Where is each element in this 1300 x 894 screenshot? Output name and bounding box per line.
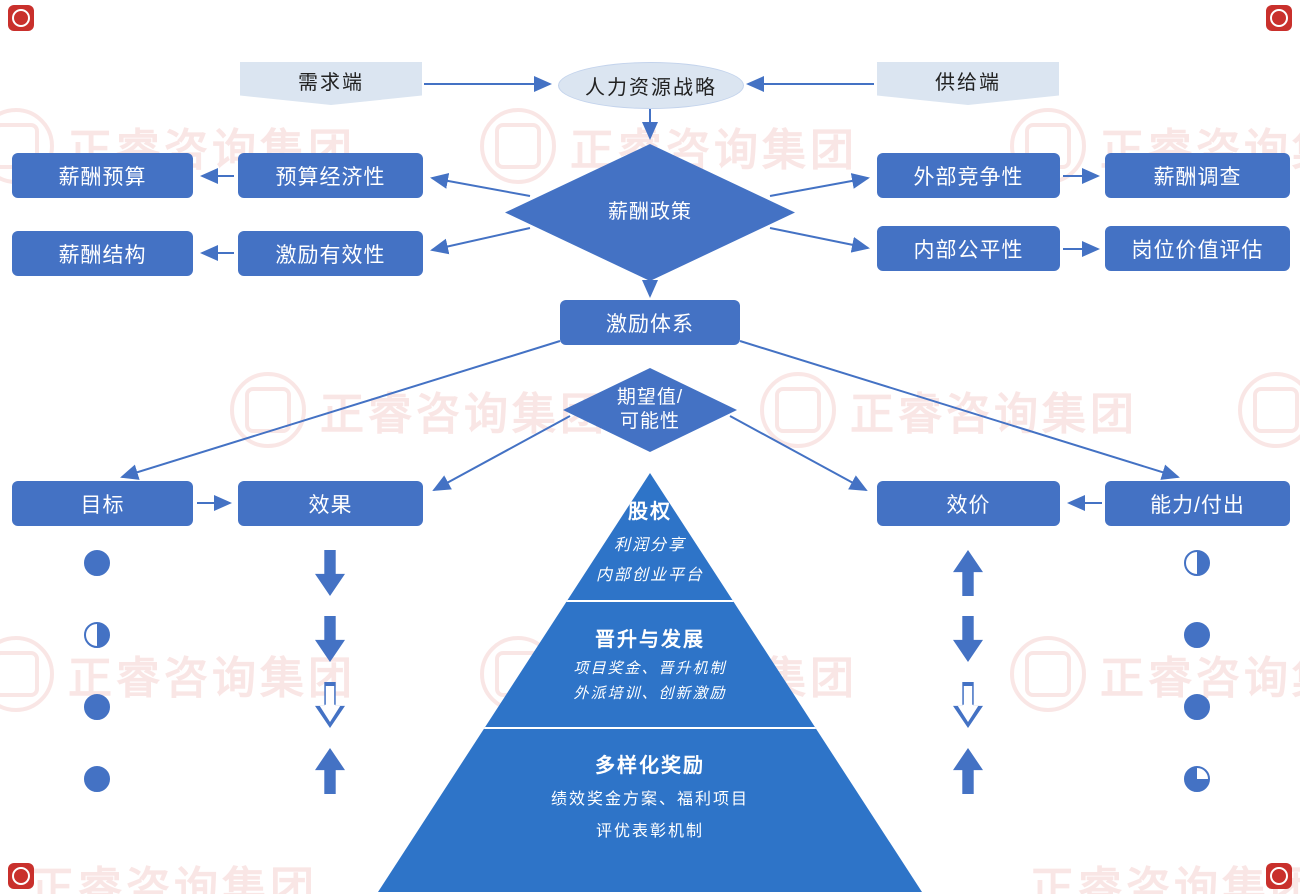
- salary-policy-diamond: 薪酬政策: [505, 144, 795, 281]
- brand-logo: [1266, 863, 1292, 889]
- pyramid-level3-line: 评优表彰机制: [595, 823, 704, 840]
- effect-box: 效果: [238, 481, 423, 526]
- circle-full-icon: [84, 550, 110, 576]
- position-value-evaluation-box: 岗位价值评估: [1105, 226, 1290, 271]
- goal-indicator-column: [84, 550, 110, 792]
- pyramid-level1-line: 内部创业平台: [595, 567, 704, 584]
- brand-logo: [1266, 5, 1292, 31]
- external-competitiveness-box: 外部竞争性: [877, 153, 1060, 198]
- pyramid-level3-title: 多样化奖励: [595, 755, 705, 777]
- circle-full-icon: [1184, 694, 1210, 720]
- watermark-logo-icon: [1010, 636, 1086, 712]
- watermark-logo-icon: [0, 636, 54, 712]
- effect-indicator-column: [315, 550, 345, 794]
- valence-box: 效价: [877, 481, 1060, 526]
- salary-budget-box: 薪酬预算: [12, 153, 193, 198]
- watermark-logo-icon: [230, 372, 306, 448]
- pyramid-level2-line: 项目奖金、晋升机制: [573, 660, 727, 677]
- pyramid-level2-title: 晋升与发展: [595, 629, 705, 651]
- pyramid-separator: [378, 727, 922, 729]
- circle-full-icon: [1184, 622, 1210, 648]
- watermark-logo-icon: [760, 372, 836, 448]
- watermark-logo-icon: [1238, 372, 1300, 448]
- pyramid-level1-line: 利润分享: [613, 537, 686, 554]
- arrow-down-solid-icon: [315, 550, 345, 596]
- arrow-down-outline-icon: [953, 682, 983, 728]
- circle-half-icon: [1184, 550, 1210, 576]
- supply-side-shape: 供给端: [877, 62, 1059, 105]
- incentive-system-box: 激励体系: [560, 300, 740, 345]
- expectancy-line1: 期望值/: [616, 387, 684, 409]
- demand-side-shape: 需求端: [240, 62, 422, 105]
- watermark-text: 正睿咨询集团: [68, 654, 356, 703]
- circle-half-icon: [84, 622, 110, 648]
- valence-indicator-column: [953, 550, 983, 794]
- arrow-up-solid-icon: [315, 748, 345, 794]
- expectancy-line2: 可能性: [619, 411, 680, 432]
- hr-strategy-ellipse: 人力资源战略: [558, 62, 744, 109]
- salary-survey-box: 薪酬调查: [1105, 153, 1290, 198]
- salary-structure-box: 薪酬结构: [12, 231, 193, 276]
- pyramid-level3-line: 绩效奖金方案、福利项目: [550, 791, 749, 808]
- budget-economy-box: 预算经济性: [238, 153, 423, 198]
- arrow-down-solid-icon: [953, 616, 983, 662]
- pyramid-level2-line: 外派培训、创新激励: [573, 685, 727, 702]
- arrow-down-outline-icon: [315, 682, 345, 728]
- arrow-up-solid-icon: [953, 748, 983, 794]
- circle-full-icon: [84, 766, 110, 792]
- internal-fairness-box: 内部公平性: [877, 226, 1060, 271]
- ability-indicator-column: [1184, 550, 1210, 792]
- arrow-up-solid-icon: [953, 550, 983, 596]
- brand-logo: [8, 863, 34, 889]
- circle-full-icon: [84, 694, 110, 720]
- ability-effort-box: 能力/付出: [1105, 481, 1290, 526]
- expectancy-diamond: 期望值/ 可能性: [563, 368, 737, 452]
- watermark-text: 正睿咨询集团: [30, 864, 318, 894]
- arrow-down-solid-icon: [315, 616, 345, 662]
- watermark-text: 正睿咨询集团: [1030, 864, 1300, 894]
- incentive-effectiveness-box: 激励有效性: [238, 231, 423, 276]
- watermark-text: 正睿咨询集团: [850, 390, 1138, 439]
- incentive-pyramid: 股权 利润分享 内部创业平台 晋升与发展 项目奖金、晋升机制 外派培训、创新激励…: [378, 473, 922, 892]
- pyramid-level1-title: 股权: [628, 501, 672, 523]
- circle-three-quarter-icon: [1184, 766, 1210, 792]
- watermark-logo-icon: [480, 108, 556, 184]
- goal-box: 目标: [12, 481, 193, 526]
- brand-logo: [8, 5, 34, 31]
- pyramid-separator: [378, 600, 922, 602]
